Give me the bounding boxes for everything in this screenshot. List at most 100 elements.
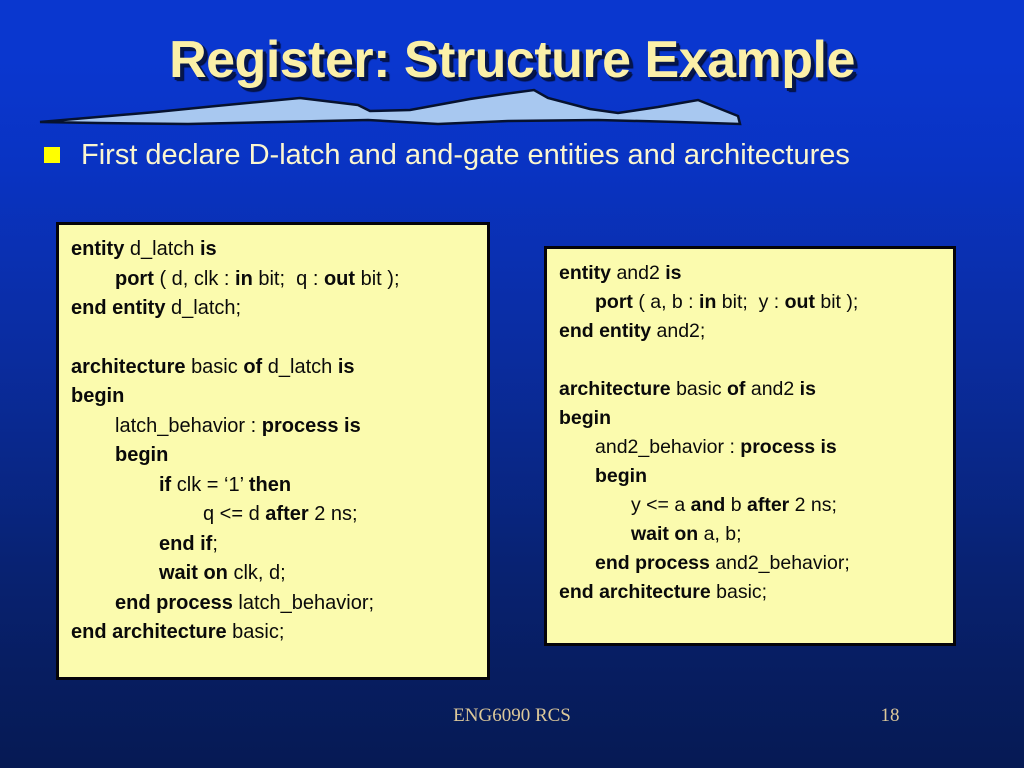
- code-keyword: after: [746, 494, 795, 516]
- code-keyword: if: [159, 473, 177, 496]
- code-keyword: entity: [71, 238, 130, 260]
- code-keyword: and: [690, 494, 731, 516]
- code-keyword: end entity: [559, 320, 657, 342]
- title-area: Register: Structure Example: [0, 30, 1024, 90]
- code-text: ( d, clk :: [159, 267, 236, 290]
- slide-page-number: 18: [880, 705, 900, 726]
- code-line: end entity d_latch;: [71, 294, 477, 324]
- code-keyword: after: [265, 503, 315, 525]
- code-keyword: out: [323, 267, 361, 290]
- code-keyword: process is: [740, 436, 837, 458]
- code-line: [559, 346, 943, 375]
- code-line: end architecture basic;: [559, 578, 943, 607]
- code-line: architecture basic of and2 is: [559, 375, 943, 404]
- square-bullet-icon: [44, 147, 60, 163]
- code-text: and2_behavior :: [595, 436, 741, 458]
- code-keyword: then: [248, 473, 292, 496]
- code-keyword: in: [235, 267, 259, 290]
- code-line: [71, 324, 477, 353]
- bullet-row: First declare D-latch and and-gate entit…: [44, 136, 1004, 174]
- code-line: begin: [559, 462, 943, 491]
- code-text: basic;: [716, 581, 768, 603]
- code-keyword: architecture: [71, 355, 192, 378]
- code-text: basic: [676, 378, 728, 400]
- code-line: end process and2_behavior;: [559, 549, 943, 578]
- code-keyword: end architecture: [71, 621, 233, 643]
- code-text: y <= a: [631, 494, 691, 516]
- ribbon-shape: [39, 88, 742, 126]
- code-text: basic: [191, 355, 244, 378]
- code-line: begin: [71, 382, 477, 412]
- code-keyword: port: [595, 291, 639, 313]
- code-text: clk = ‘1’: [176, 473, 249, 496]
- code-keyword: is: [799, 378, 816, 400]
- code-line: architecture basic of d_latch is: [71, 353, 477, 383]
- code-text: d_latch: [129, 238, 200, 260]
- code-keyword: end if: [159, 532, 213, 555]
- code-text: q <= d: [203, 503, 266, 525]
- code-line: port ( d, clk : in bit; q : out bit );: [71, 265, 477, 295]
- code-line: end process latch_behavior;: [71, 589, 477, 619]
- code-keyword: wait on: [631, 523, 704, 545]
- bullet-text: First declare D-latch and and-gate entit…: [81, 139, 850, 171]
- code-text: basic;: [232, 621, 285, 643]
- code-text: and2;: [656, 320, 706, 342]
- code-text: and2: [750, 378, 800, 400]
- ribbon-divider-icon: [38, 86, 742, 128]
- code-text: ( a, b :: [638, 291, 700, 313]
- footer-course-label: ENG6090 RCS: [453, 705, 571, 726]
- code-keyword: out: [784, 291, 821, 313]
- code-keyword: process is: [261, 414, 361, 437]
- code-line: wait on a, b;: [559, 520, 943, 549]
- code-line: end if;: [71, 530, 477, 560]
- code-text: and2: [616, 262, 666, 284]
- code-text: clk, d;: [233, 562, 286, 584]
- code-text: bit; y :: [721, 291, 785, 313]
- code-text: and2_behavior;: [715, 552, 850, 574]
- code-text: 2 ns;: [794, 494, 837, 516]
- code-text: latch_behavior;: [238, 591, 375, 614]
- code-line: q <= d after 2 ns;: [71, 500, 477, 530]
- code-text: a, b;: [703, 523, 742, 545]
- code-text: latch_behavior :: [115, 414, 262, 437]
- code-line: end entity and2;: [559, 317, 943, 346]
- code-keyword: port: [115, 267, 160, 290]
- code-line: entity and2 is: [559, 259, 943, 288]
- code-keyword: is: [199, 238, 217, 260]
- code-line: y <= a and b after 2 ns;: [559, 491, 943, 520]
- code-line: latch_behavior : process is: [71, 412, 477, 442]
- code-keyword: begin: [595, 465, 647, 487]
- code-keyword: begin: [115, 444, 169, 466]
- code-text: d_latch;: [171, 297, 242, 319]
- code-line: entity d_latch is: [71, 235, 477, 265]
- code-keyword: is: [337, 355, 355, 378]
- code-keyword: entity: [559, 262, 617, 284]
- code-line: end architecture basic;: [71, 618, 477, 648]
- code-keyword: wait on: [159, 562, 234, 584]
- code-text: ;: [212, 532, 218, 555]
- slide-title: Register: Structure Example: [169, 31, 855, 89]
- code-keyword: begin: [559, 407, 611, 429]
- code-keyword: is: [665, 262, 682, 284]
- code-line: if clk = ‘1’ then: [71, 471, 477, 501]
- code-keyword: in: [699, 291, 722, 313]
- code-text: bit; q :: [258, 267, 324, 290]
- code-keyword: begin: [71, 385, 125, 407]
- code-keyword: end architecture: [559, 581, 717, 603]
- code-text: b: [730, 494, 747, 516]
- code-line: and2_behavior : process is: [559, 433, 943, 462]
- code-keyword: of: [243, 355, 268, 378]
- code-line: port ( a, b : in bit; y : out bit );: [559, 288, 943, 317]
- code-keyword: of: [727, 378, 751, 400]
- code-line: wait on clk, d;: [71, 559, 477, 589]
- code-line: begin: [71, 441, 477, 471]
- code-text: d_latch: [267, 355, 338, 378]
- code-text: bit );: [820, 291, 859, 313]
- code-keyword: end process: [595, 552, 716, 574]
- code-keyword: architecture: [559, 378, 677, 400]
- code-keyword: end process: [115, 591, 239, 614]
- code-text: 2 ns;: [314, 503, 358, 525]
